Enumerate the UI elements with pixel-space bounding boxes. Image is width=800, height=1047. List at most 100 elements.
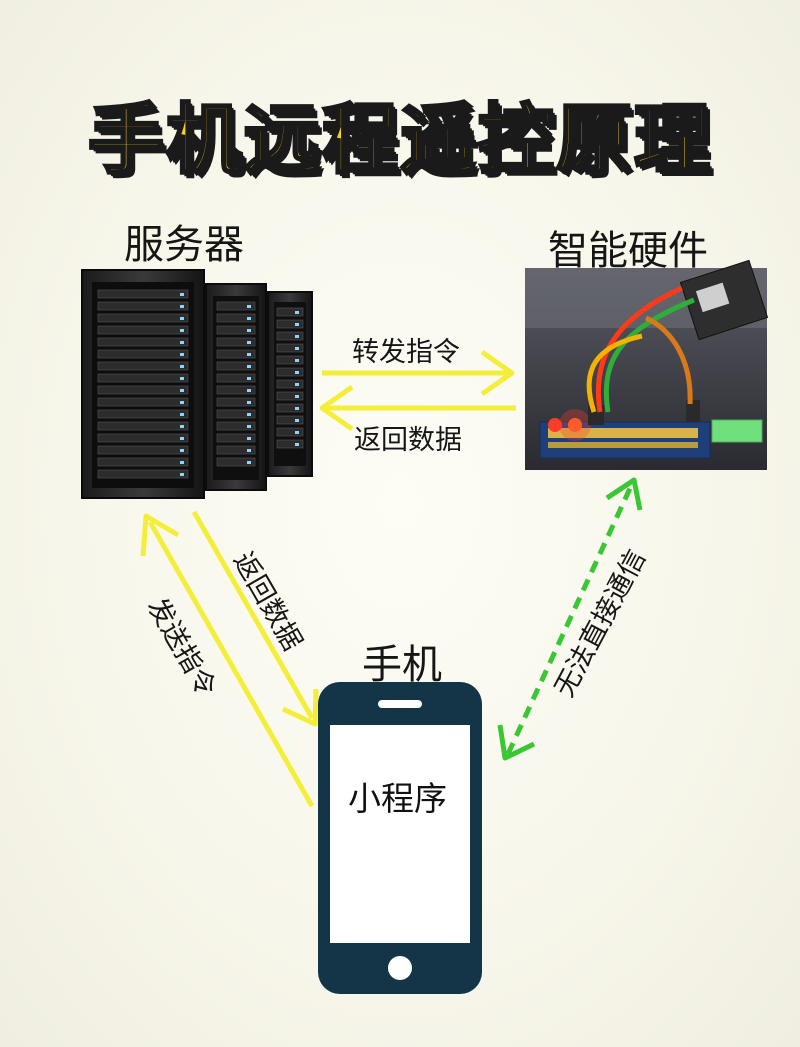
rack-led: [180, 329, 184, 332]
rack-slot: [276, 355, 304, 365]
phone-app-label: 小程序: [348, 779, 447, 818]
rack-slot: [276, 331, 304, 341]
rack-slot: [97, 469, 189, 479]
arrow-phone-to-server: [140, 513, 315, 808]
rack-slot: [276, 379, 304, 389]
rack-led: [247, 389, 251, 392]
rack-led: [247, 425, 251, 428]
rack-slot: [216, 349, 256, 359]
rack-slot: [97, 445, 189, 455]
rack-slot: [216, 373, 256, 383]
hardware-image: [525, 259, 769, 470]
rack-led: [180, 461, 184, 464]
rack-slot: [216, 445, 256, 455]
rack-led: [247, 353, 251, 356]
rack-led: [247, 401, 251, 404]
rack-led: [180, 389, 184, 392]
rack-led: [180, 473, 184, 476]
arrow-hardware-to-server: [319, 384, 516, 432]
rack-slot: [97, 337, 189, 347]
rack-led: [247, 377, 251, 380]
rack-slot: [276, 319, 304, 329]
rack-led: [180, 449, 184, 452]
rack-led: [295, 395, 299, 398]
rack-slot: [97, 361, 189, 371]
rack-slot: [97, 409, 189, 419]
rack-led: [247, 449, 251, 452]
rack-slot: [97, 457, 189, 467]
rack-led: [247, 317, 251, 320]
edge-label-return-data-top: 返回数据: [354, 425, 462, 456]
server-image: [81, 269, 313, 499]
rack-led: [247, 329, 251, 332]
rack-slot: [276, 391, 304, 401]
rack-led: [295, 323, 299, 326]
edge-label-forward-command: 转发指令: [352, 337, 460, 368]
arrow-server-to-hardware: [322, 349, 515, 397]
arrow-phone-hardware-dashed: [497, 477, 643, 761]
rack-led: [180, 305, 184, 308]
rack-slot: [216, 433, 256, 443]
rack-led: [180, 341, 184, 344]
rack-slot: [276, 415, 304, 425]
hardware-label: 智能硬件: [548, 228, 708, 274]
server-label: 服务器: [124, 222, 244, 268]
rack-slot: [216, 457, 256, 467]
rack-led: [247, 365, 251, 368]
rack-led: [247, 437, 251, 440]
rack-led: [180, 293, 184, 296]
rack-slot: [276, 367, 304, 377]
rack-led: [295, 347, 299, 350]
rack-slot: [276, 403, 304, 413]
rack-slot: [97, 433, 189, 443]
rack-led: [180, 377, 184, 380]
rack-slot: [97, 301, 189, 311]
rack-led: [295, 359, 299, 362]
rack-led: [180, 413, 184, 416]
rack-slot: [216, 325, 256, 335]
rack-slot: [216, 409, 256, 419]
rack-led: [295, 311, 299, 314]
rack-led: [295, 407, 299, 410]
rack-led: [180, 365, 184, 368]
rack-slot: [97, 325, 189, 335]
rack-slot: [97, 313, 189, 323]
rack-slot: [97, 373, 189, 383]
rack-slot: [97, 421, 189, 431]
rack-led: [295, 443, 299, 446]
phone-device: [318, 682, 482, 994]
rack-slot: [97, 349, 189, 359]
rack-slot: [216, 385, 256, 395]
rack-led: [180, 353, 184, 356]
rack-slot: [216, 301, 256, 311]
rack-slot: [216, 421, 256, 431]
rack-slot: [97, 397, 189, 407]
rack-led: [247, 341, 251, 344]
rack-led: [295, 371, 299, 374]
rack-slot: [216, 313, 256, 323]
phone-label: 手机: [362, 642, 442, 688]
rack-slot: [276, 343, 304, 353]
rack-led: [180, 425, 184, 428]
rack-led: [295, 383, 299, 386]
rack-led: [247, 413, 251, 416]
rack-led: [295, 419, 299, 422]
rack-led: [180, 401, 184, 404]
rack-led: [247, 461, 251, 464]
rack-led: [295, 431, 299, 434]
rack-slot: [216, 361, 256, 371]
rack-led: [180, 437, 184, 440]
diagram-title: 手机远程遥控原理: [87, 94, 712, 186]
rack-slot: [276, 427, 304, 437]
rack-led: [295, 335, 299, 338]
rack-slot: [97, 385, 189, 395]
rack-led: [180, 317, 184, 320]
arrow-server-to-phone: [191, 510, 319, 727]
rack-slot: [216, 397, 256, 407]
rack-slot: [216, 337, 256, 347]
rack-slot: [276, 439, 304, 449]
rack-slot: [97, 289, 189, 299]
rack-led: [247, 305, 251, 308]
rack-slot: [276, 307, 304, 317]
